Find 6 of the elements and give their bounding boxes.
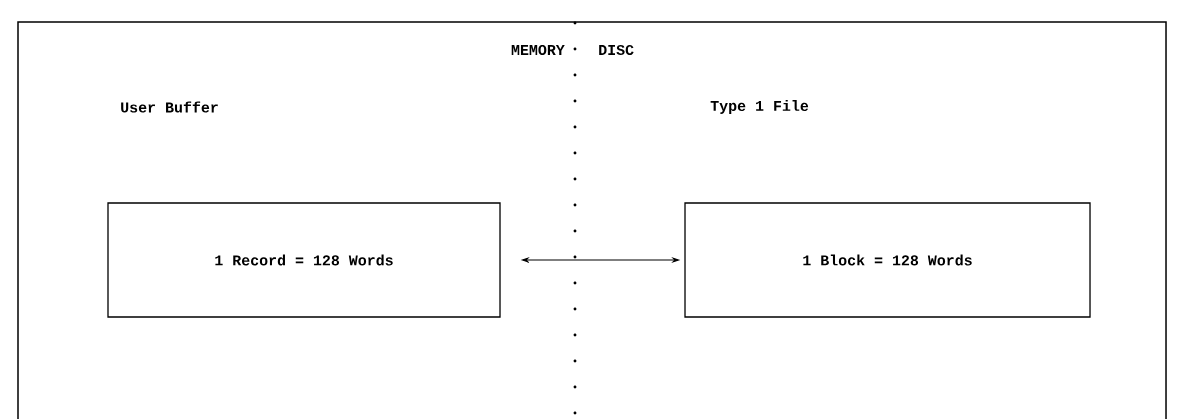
heading: User Buffer — [121, 101, 218, 113]
section-label: DISC — [599, 44, 634, 56]
record-box: 1 Record = 128 Words — [107, 202, 501, 318]
heading: Type 1 File — [710, 100, 809, 114]
record-box: 1 Block = 128 Words — [684, 202, 1091, 318]
section-label: MEMORY — [511, 44, 565, 56]
